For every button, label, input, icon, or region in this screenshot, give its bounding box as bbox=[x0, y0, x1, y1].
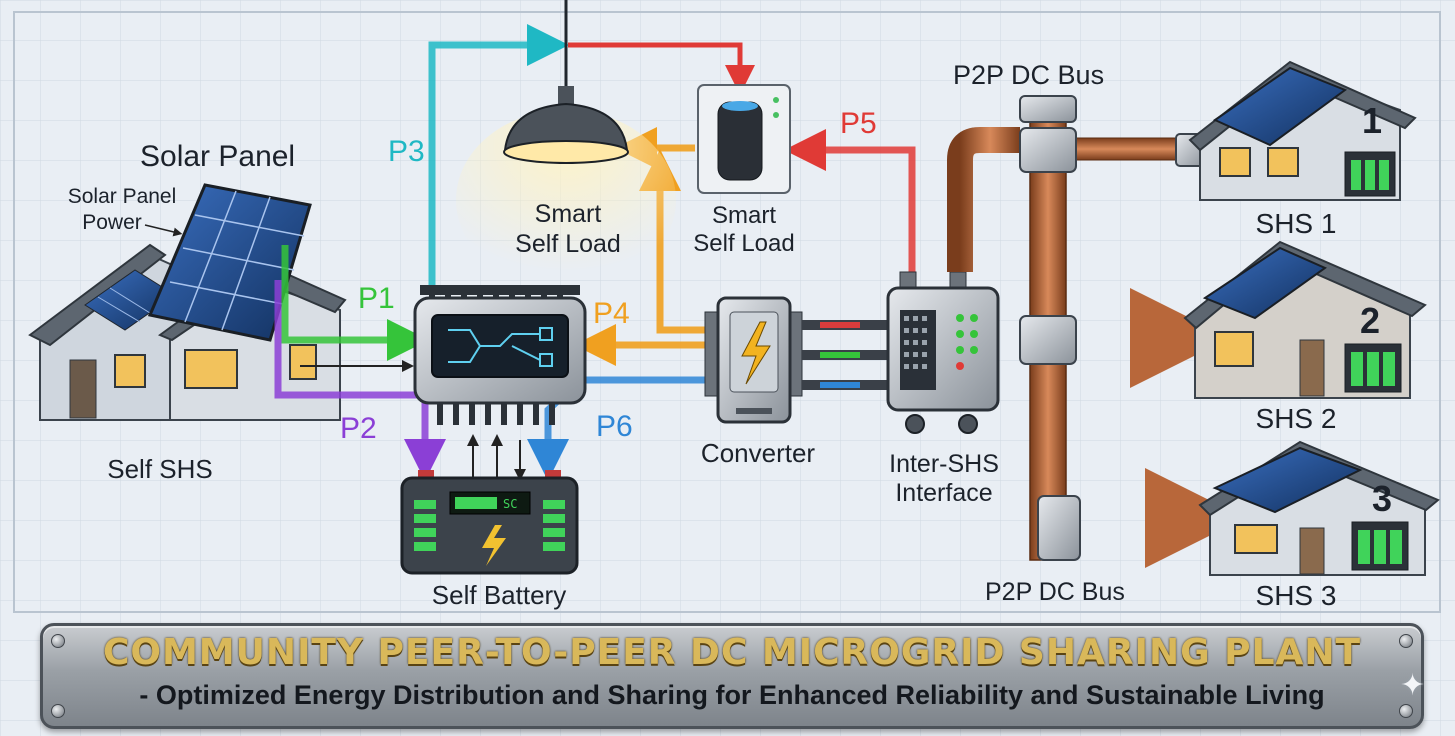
smart-self-load-right-label-line1: Smart bbox=[711, 202, 777, 229]
inter-shs-interface-label-line1: Inter-SHS bbox=[889, 450, 999, 478]
converter-label: Converter bbox=[700, 438, 816, 468]
p1-flow-path bbox=[281, 245, 429, 361]
red-feed-path bbox=[568, 42, 755, 95]
p3-label: P3 bbox=[388, 135, 425, 168]
shs3-house bbox=[1198, 440, 1440, 576]
battery-display-text: SC bbox=[503, 497, 518, 511]
blueprint-border bbox=[13, 11, 1441, 613]
p3-flow-path bbox=[428, 24, 569, 290]
p5-flow-path bbox=[784, 129, 916, 285]
p4-label: P4 bbox=[593, 297, 630, 330]
smart-self-load-left-label-line2: Self Load bbox=[515, 230, 621, 258]
title-banner: COMMUNITY PEER-TO-PEER DC MICROGRID SHAR… bbox=[40, 623, 1424, 729]
converter-lightning-icon bbox=[741, 321, 771, 385]
p6-label: P6 bbox=[596, 410, 633, 443]
shs1-house bbox=[1188, 60, 1417, 201]
p2-label: P2 bbox=[340, 412, 377, 445]
shs2-label: SHS 2 bbox=[1255, 403, 1337, 434]
lamp-icon bbox=[456, 0, 676, 290]
battery-lightning-icon bbox=[482, 525, 506, 566]
solar-panel-power-label-line1: Solar Panel bbox=[67, 185, 177, 208]
inter-shs-interface bbox=[886, 271, 1000, 434]
smart-speaker-icon bbox=[697, 84, 791, 194]
sparkle-icon: ✦ bbox=[1400, 669, 1426, 702]
rivet bbox=[51, 634, 65, 648]
shs3-number: 3 bbox=[1372, 478, 1393, 519]
p2p-dc-bus-top-label: P2P DC Bus bbox=[953, 60, 1105, 90]
smart-self-load-right-label-line2: Self Load bbox=[693, 230, 795, 257]
p2-flow-path bbox=[274, 280, 446, 481]
shs1-number: 1 bbox=[1362, 100, 1383, 141]
p2p-dc-bus-bottom-label: P2P DC Bus bbox=[985, 578, 1125, 606]
p1-label: P1 bbox=[358, 282, 395, 315]
self-battery-label: Self Battery bbox=[431, 580, 567, 610]
rivet bbox=[1399, 634, 1413, 648]
banner-title: COMMUNITY PEER-TO-PEER DC MICROGRID SHAR… bbox=[102, 632, 1362, 673]
converter-interface-cables bbox=[802, 320, 892, 390]
self-shs-label: Self SHS bbox=[107, 454, 213, 484]
shs2-number: 2 bbox=[1360, 300, 1381, 341]
charge-controller bbox=[413, 285, 587, 425]
solar-panel-array bbox=[147, 183, 312, 342]
solar-panel-label: Solar Panel bbox=[140, 140, 296, 173]
banner-subtitle: - Optimized Energy Distribution and Shar… bbox=[139, 680, 1325, 710]
converter bbox=[704, 296, 803, 424]
inter-shs-interface-label-line2: Interface bbox=[895, 479, 993, 507]
solar-panel-power-label-line2: Power bbox=[82, 211, 142, 234]
self-battery bbox=[400, 470, 579, 575]
rivet bbox=[51, 704, 65, 718]
rivet bbox=[1399, 704, 1413, 718]
shs3-label: SHS 3 bbox=[1255, 580, 1337, 611]
smart-self-load-left-label-line1: Smart bbox=[534, 200, 602, 228]
shs2-house bbox=[1183, 240, 1427, 399]
p5-label: P5 bbox=[840, 107, 877, 140]
shs1-label: SHS 1 bbox=[1255, 208, 1337, 239]
solar-power-pointer-arrow bbox=[144, 224, 183, 237]
p2p-dc-bus bbox=[947, 95, 1245, 568]
